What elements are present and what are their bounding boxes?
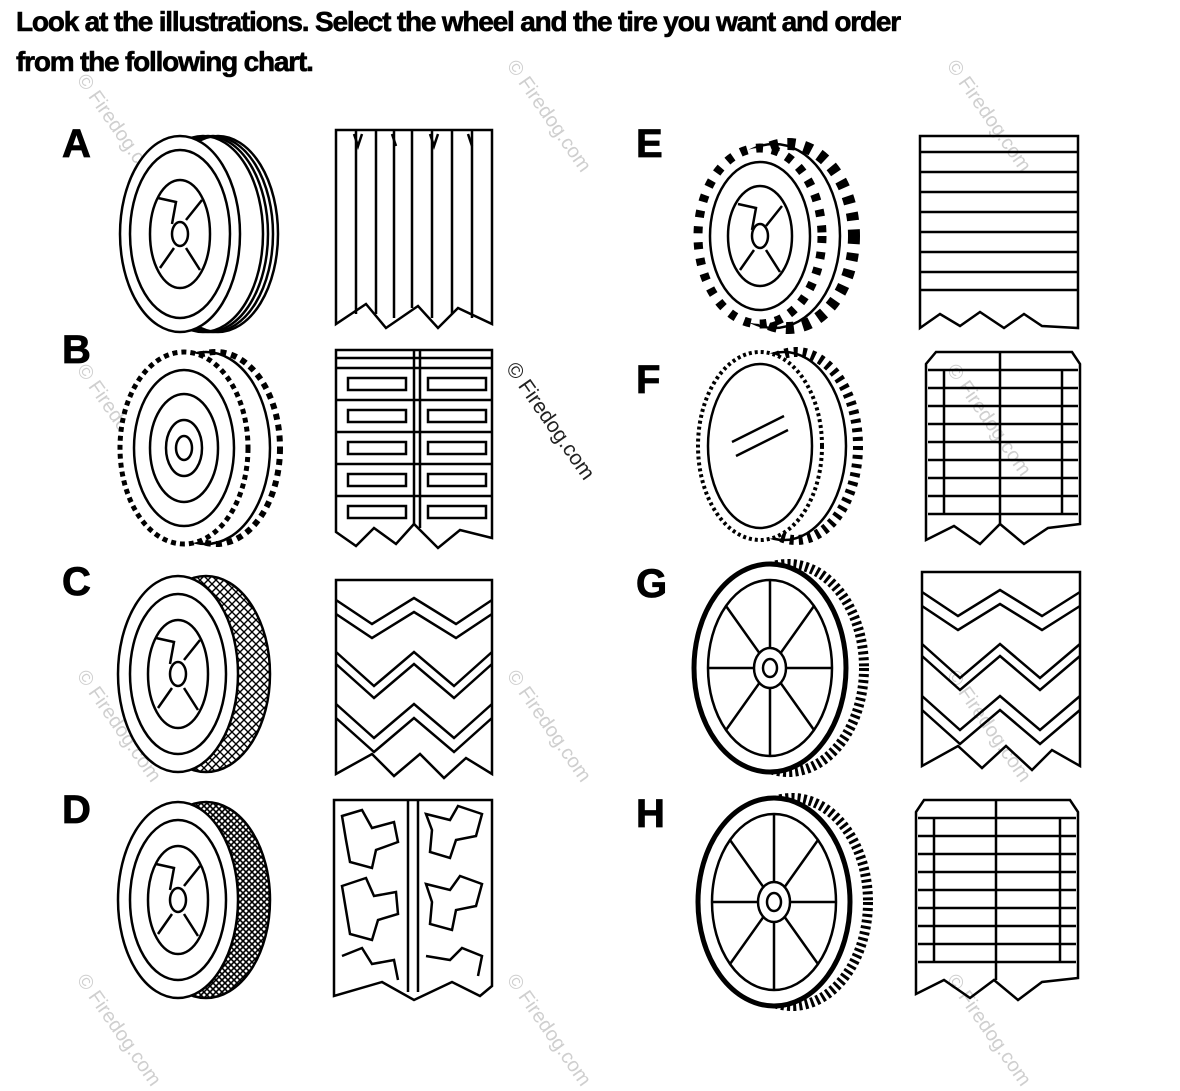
tread-a-straight-rib [334, 128, 494, 330]
wheel-f-icon [696, 347, 863, 545]
item-letter-f: F [636, 358, 661, 402]
item-letter-a: A [62, 122, 92, 166]
item-letter-g: G [636, 562, 668, 606]
tread-e-lug [918, 134, 1080, 331]
wheel-a-icon [118, 134, 280, 334]
wheel-c-icon [116, 574, 272, 774]
tread-d-block [332, 798, 494, 1002]
tread-g-diamond [920, 570, 1082, 772]
item-letter-e: E [636, 122, 663, 166]
wheel-g-icon [691, 559, 869, 777]
item-letter-b: B [62, 328, 92, 372]
tread-f-bar [924, 350, 1082, 546]
wheel-e-icon [693, 138, 860, 334]
item-letter-c: C [62, 560, 92, 604]
wheel-d-icon [116, 800, 272, 1000]
tread-c-diamond [334, 578, 494, 780]
watermark-center: © Firedog.com [501, 358, 600, 485]
tread-b-bar [334, 348, 494, 550]
watermark: © Firedog.com [501, 666, 596, 787]
instructions-text: Look at the illustrations. Select the wh… [16, 2, 1166, 82]
watermark: © Firedog.com [501, 970, 596, 1091]
item-letter-h: H [636, 792, 666, 836]
wheel-b-icon [117, 349, 283, 547]
tread-h-bar [914, 798, 1080, 1002]
item-letter-d: D [62, 788, 92, 832]
instructions-line-1: Look at the illustrations. Select the wh… [16, 6, 902, 38]
wheel-h-icon [695, 793, 873, 1011]
instructions-line-2: from the following chart. [16, 46, 314, 78]
